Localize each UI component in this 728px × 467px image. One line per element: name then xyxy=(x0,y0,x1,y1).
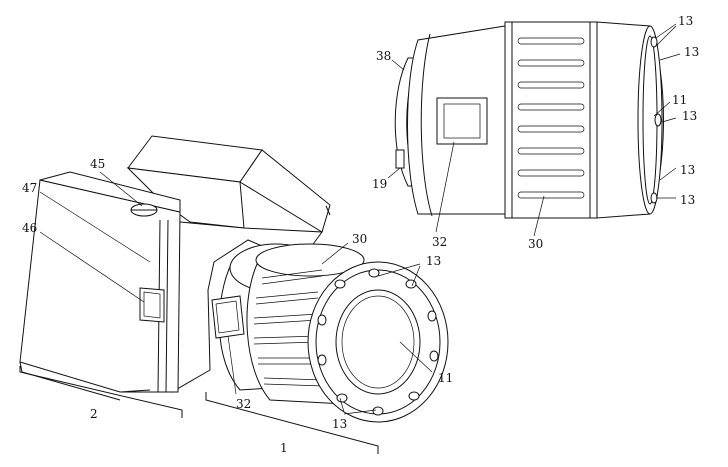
label-detail-lens-glass: 11 xyxy=(672,93,687,107)
label-led-a: 13 xyxy=(426,254,441,268)
label-detail-led-top-2: 13 xyxy=(684,45,699,59)
lens-window xyxy=(211,295,245,339)
label-detail-focus-ring: 30 xyxy=(528,237,543,251)
label-focus-ring: 30 xyxy=(352,232,367,246)
label-lens-glass: 11 xyxy=(438,371,453,385)
label-grip-button: 45 xyxy=(90,157,105,171)
detail-lens xyxy=(394,21,664,219)
detail-focus-ring xyxy=(504,21,598,219)
grip-top xyxy=(39,171,181,213)
camera-body xyxy=(19,135,331,401)
label-led-b: 13 xyxy=(332,417,347,431)
label-camera-body: 2 xyxy=(90,407,98,421)
bracket-body xyxy=(19,366,183,418)
label-detail-led-bottom-1: 13 xyxy=(680,193,695,207)
mounted-lens xyxy=(211,243,449,423)
label-detail-led-mid-2: 13 xyxy=(680,163,695,177)
label-detail-mount: 38 xyxy=(376,49,391,63)
bracket-lens xyxy=(205,392,379,454)
label-grip-window: 46 xyxy=(22,221,37,235)
label-lens-window: 32 xyxy=(236,397,251,411)
label-detail-led-mid-1: 13 xyxy=(682,109,697,123)
reference-labels: 45 47 46 30 13 11 32 13 2 1 13 13 11 13 … xyxy=(22,14,699,455)
label-detail-mount-pin: 19 xyxy=(372,177,387,191)
label-lens-assembly: 1 xyxy=(280,441,288,455)
label-detail-window: 32 xyxy=(432,235,447,249)
grip-window xyxy=(139,287,165,323)
label-detail-led-top-1: 13 xyxy=(678,14,693,28)
detail-window xyxy=(436,97,488,145)
ring-leds xyxy=(317,268,439,416)
label-grip-panel: 47 xyxy=(22,181,37,195)
lens-glass xyxy=(335,289,421,395)
leader-lines xyxy=(39,23,681,415)
detail-mount-pin xyxy=(395,149,405,169)
viewfinder-side xyxy=(239,149,331,233)
